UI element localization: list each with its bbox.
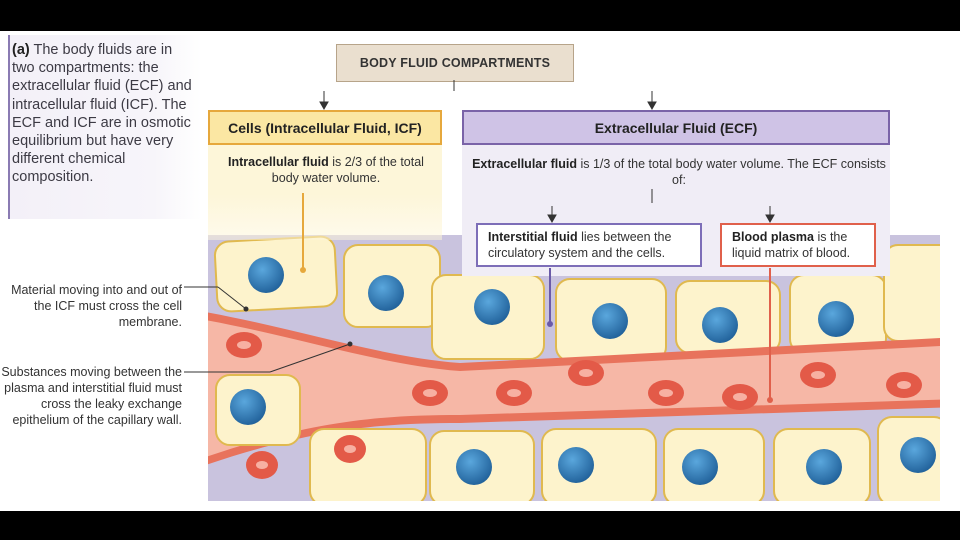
plasma-text: is the liquid matrix of blood. — [732, 230, 851, 260]
icf-term: Intracellular fluid — [228, 155, 329, 169]
red-blood-cell — [237, 341, 251, 349]
red-blood-cell — [256, 461, 268, 469]
nucleus — [248, 257, 284, 293]
red-blood-cell — [423, 389, 437, 397]
nucleus — [456, 449, 492, 485]
nucleus — [230, 389, 266, 425]
nucleus — [818, 301, 854, 337]
red-blood-cell — [579, 369, 593, 377]
plasma-pointer-dot — [767, 397, 773, 403]
interstitial-pointer-dot — [547, 321, 553, 327]
nucleus — [900, 437, 936, 473]
nucleus — [806, 449, 842, 485]
membrane-label: Material moving into and out of the ICF … — [11, 283, 182, 329]
icf-pointer-dot — [300, 267, 306, 273]
ecf-arrowhead — [647, 101, 657, 111]
plasma-arrowhead — [765, 214, 775, 224]
blood-plasma — [208, 320, 940, 457]
red-blood-cell — [507, 389, 521, 397]
ecf-description: Extracellular fluid is 1/3 of the total … — [470, 156, 888, 188]
blood-plasma-box: Blood plasma is the liquid matrix of blo… — [720, 223, 876, 267]
nucleus — [702, 307, 738, 343]
nucleus — [474, 289, 510, 325]
interstitial-term: Interstitial fluid — [488, 230, 578, 244]
interstitial-fluid-box: Interstitial fluid lies between the circ… — [476, 223, 702, 267]
ecf-heading: Extracellular Fluid (ECF) — [462, 110, 890, 145]
nucleus — [368, 275, 404, 311]
capillary-label: Substances moving between the plasma and… — [1, 365, 182, 427]
caption-panel — [8, 35, 202, 219]
nucleus — [592, 303, 628, 339]
red-blood-cell — [659, 389, 673, 397]
caption-text: The body fluids are in two compartments:… — [12, 42, 192, 186]
capillary-dot — [347, 341, 353, 347]
membrane-dot — [243, 306, 249, 312]
figure-stage: (a) The body fluids are in two compartme… — [0, 31, 960, 511]
connector-lines — [184, 80, 775, 403]
red-blood-cell — [811, 371, 825, 379]
nucleus — [558, 447, 594, 483]
ecf-text: is 1/3 of the total body water volume. T… — [576, 157, 886, 187]
interstitial-text: lies between the circulatory system and … — [488, 230, 672, 260]
capillary-leader-diag — [269, 343, 351, 373]
caption-letter: (a) — [12, 42, 30, 58]
membrane-leader-diag — [217, 286, 247, 310]
red-blood-cell — [897, 381, 911, 389]
nucleus — [682, 449, 718, 485]
icf-arrowhead — [319, 101, 329, 111]
red-blood-cell — [344, 445, 356, 453]
icf-description: Intracellular fluid is 2/3 of the total … — [214, 154, 438, 186]
icf-heading: Cells (Intracellular Fluid, ICF) — [208, 110, 442, 145]
plasma-term: Blood plasma — [732, 230, 814, 244]
ecf-term: Extracellular fluid — [472, 157, 577, 171]
diagram-title: BODY FLUID COMPARTMENTS — [336, 44, 574, 82]
red-blood-cell — [733, 393, 747, 401]
cell — [541, 428, 657, 501]
icf-text: is 2/3 of the total body water volume. — [271, 155, 424, 185]
figure-caption: (a) The body fluids are in two compartme… — [12, 41, 194, 187]
interstitial-arrowhead — [547, 214, 557, 224]
tissue-illustration — [208, 235, 940, 501]
